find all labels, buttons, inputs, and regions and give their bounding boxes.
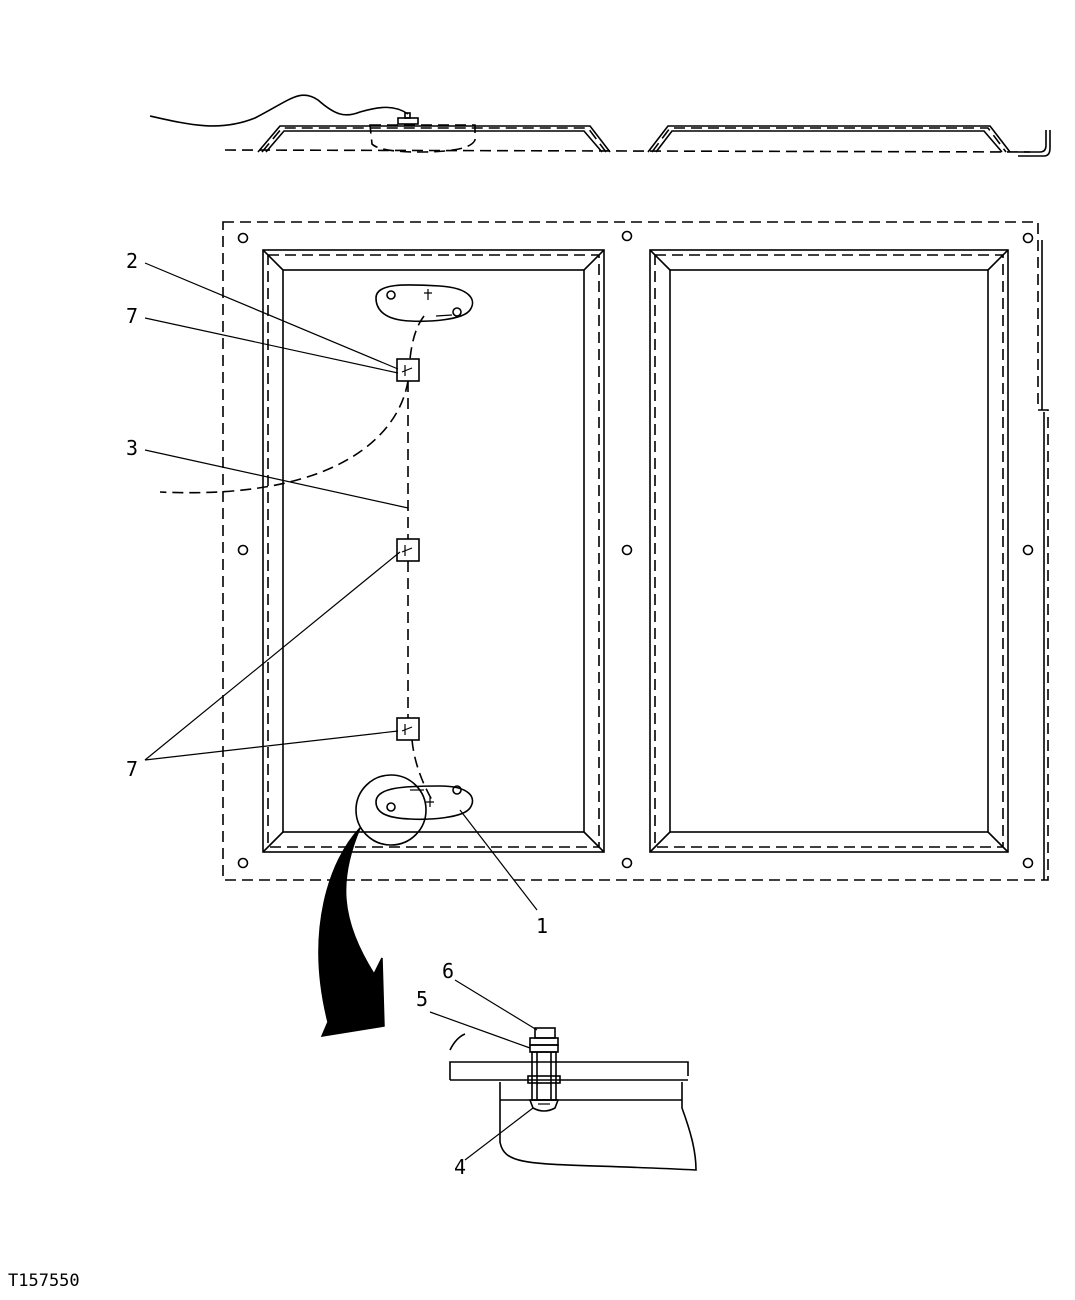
callout-5: 5 (416, 987, 428, 1011)
left-recess (262, 249, 605, 853)
panel-outline (222, 221, 1049, 881)
detail-arrow (318, 827, 385, 1037)
screw-head (528, 1099, 560, 1112)
callout-7-bottom: 7 (126, 757, 138, 781)
callout-4: 4 (454, 1155, 466, 1179)
ceiling-panel (159, 221, 1049, 1037)
callout-2: 2 (126, 249, 138, 273)
bottom-lamp (375, 785, 474, 821)
callout-1: 1 (536, 914, 548, 938)
callout-7-top: 7 (126, 304, 138, 328)
detail-view (449, 1027, 697, 1171)
detail-circle (355, 774, 427, 846)
washer (529, 1044, 559, 1053)
mounting-holes (237, 230, 1034, 869)
top-lamp (375, 284, 474, 323)
cable-wire (149, 94, 409, 127)
figure-id: T157550 (8, 1271, 80, 1291)
callout-6: 6 (442, 959, 454, 983)
right-recess (649, 249, 1009, 853)
light-housing-side (369, 124, 476, 153)
connector (397, 117, 419, 125)
side-view (149, 94, 1051, 157)
wiring (159, 315, 433, 801)
nut (534, 1027, 556, 1039)
callout-3: 3 (126, 436, 138, 460)
leader-lines (144, 262, 538, 1161)
callout-labels: 2 7 3 7 1 6 5 4 (126, 249, 548, 1179)
